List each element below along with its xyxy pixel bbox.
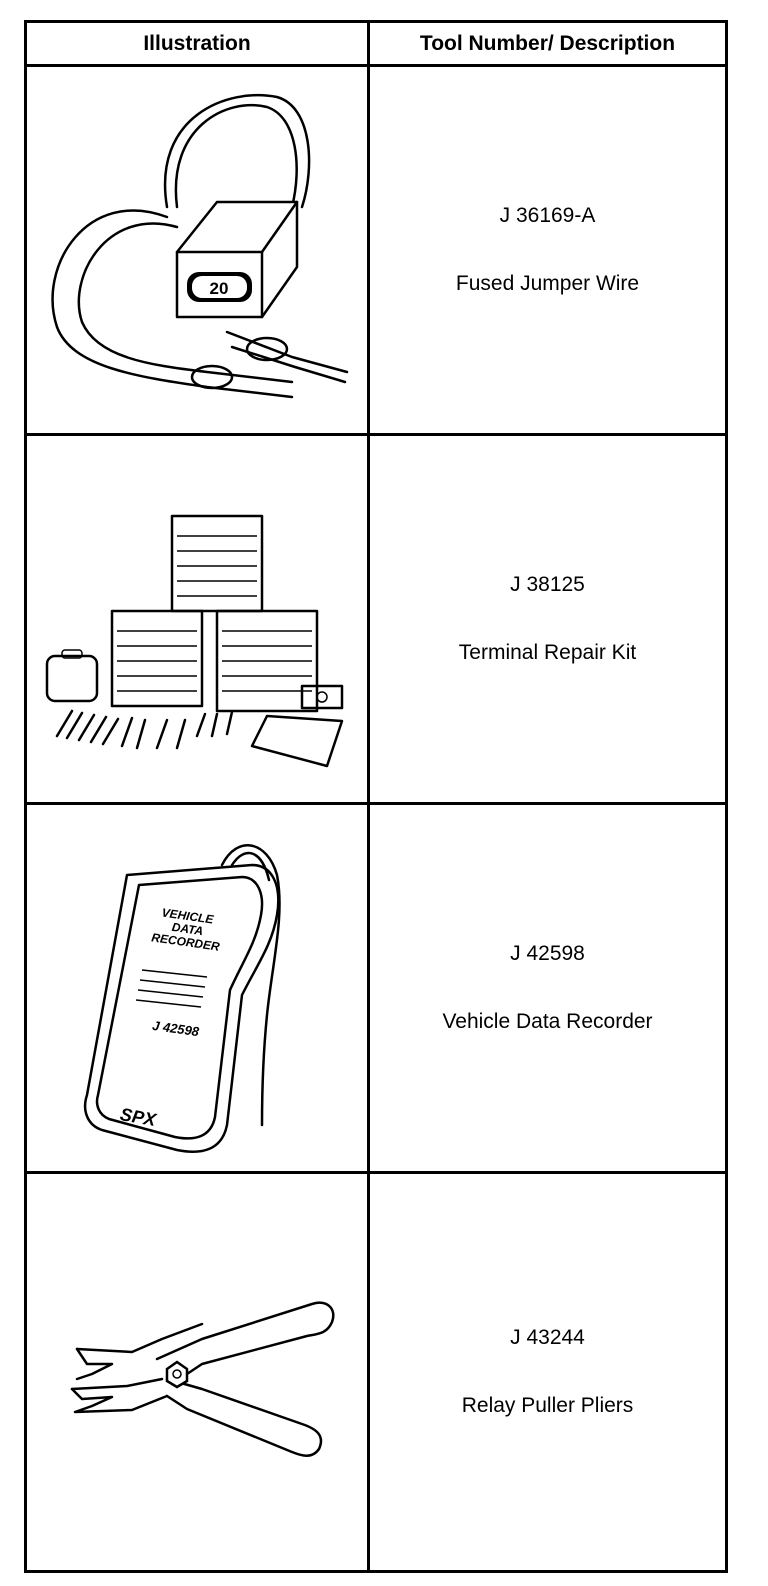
device-model: J 42598: [151, 1018, 200, 1040]
tool-row-3: J 42598 Vehicle Data Recorder: [370, 805, 725, 1171]
tool-row-1: J 36169-A Fused Jumper Wire: [370, 67, 725, 433]
header-divider: [27, 64, 725, 67]
tool-row-2: J 38125 Terminal Repair Kit: [370, 436, 725, 802]
vehicle-data-recorder-illustration: VEHICLE DATA RECORDER J 42598 SPX: [27, 805, 367, 1171]
terminal-repair-kit-icon: [45, 514, 344, 768]
relay-puller-pliers-icon: [70, 1301, 335, 1457]
column-divider: [367, 23, 370, 1570]
device-brand: SPX: [119, 1104, 159, 1130]
tool-description: Vehicle Data Recorder: [442, 1010, 653, 1033]
vehicle-data-recorder-icon: VEHICLE DATA RECORDER J 42598 SPX: [83, 844, 281, 1153]
row-divider: [27, 802, 725, 805]
tool-row-4: J 43244 Relay Puller Pliers: [370, 1174, 725, 1570]
device-label-2: DATA: [171, 920, 204, 938]
tool-number: J 36169-A: [499, 204, 596, 227]
fused-jumper-wire-illustration: 20: [27, 67, 367, 433]
row-divider: [27, 1171, 725, 1174]
tool-number: J 38125: [510, 573, 585, 596]
row-divider: [27, 433, 725, 436]
header-tool-number: Tool Number/ Description: [419, 31, 676, 55]
fuse-label: 20: [210, 279, 229, 298]
relay-puller-pliers-illustration: [27, 1174, 367, 1570]
tool-number: J 42598: [510, 942, 585, 965]
fused-jumper-wire-icon: 20: [51, 93, 349, 399]
terminal-repair-kit-illustration: [27, 436, 367, 802]
header-illustration: Illustration: [143, 31, 251, 55]
tool-description: Relay Puller Pliers: [461, 1394, 634, 1417]
tool-number: J 43244: [510, 1326, 585, 1349]
special-tools-table: Illustration Tool Number/ Description 20…: [24, 20, 728, 1573]
tool-description: Fused Jumper Wire: [455, 272, 640, 295]
tool-description: Terminal Repair Kit: [458, 641, 637, 664]
